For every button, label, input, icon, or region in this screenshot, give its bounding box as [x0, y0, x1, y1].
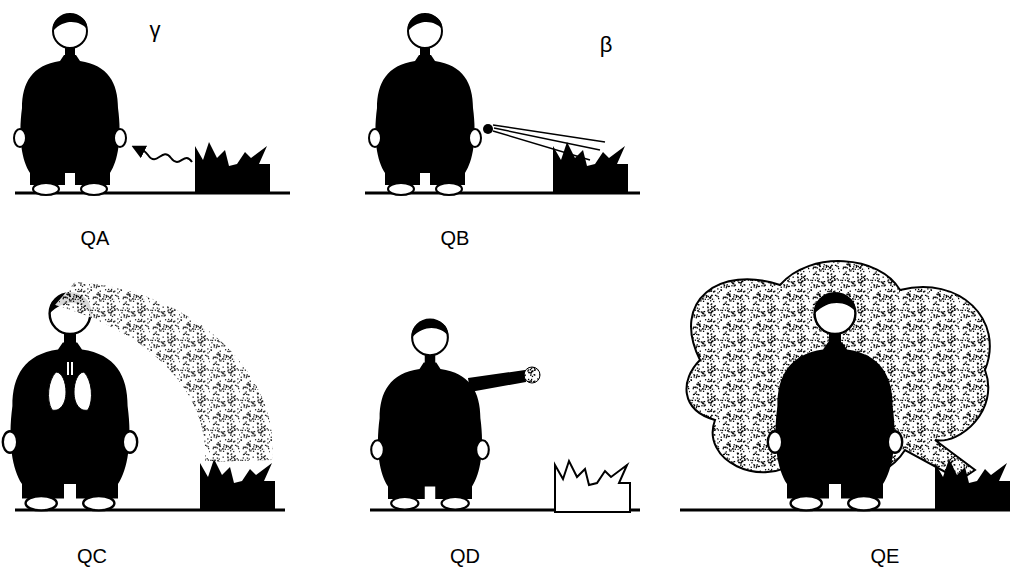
airway: [68, 362, 72, 375]
person-figure: [768, 293, 902, 510]
person-figure: [369, 14, 481, 195]
beta-particle: [483, 124, 493, 134]
inhaled-cloud: [55, 282, 273, 462]
source-container: [935, 459, 1010, 510]
lungs: [49, 372, 92, 410]
radiation-symbol: γ: [150, 19, 161, 41]
person-arm: [468, 370, 526, 392]
person-figure: [14, 14, 126, 195]
source-container: [555, 461, 630, 512]
panel-label: QE: [871, 546, 900, 566]
panel-label: QD: [450, 546, 480, 566]
panel-label: QC: [77, 546, 107, 566]
source-container: [553, 142, 628, 193]
gamma-ray: [134, 147, 192, 162]
source-container: [200, 459, 275, 510]
radiation-symbol: β: [600, 34, 613, 56]
beta-track: [493, 125, 605, 142]
person-figure: [371, 320, 489, 510]
contamination-speck: [524, 367, 540, 383]
source-container: [195, 142, 270, 193]
panel-label: QA: [81, 228, 110, 248]
panel-label: QB: [441, 228, 470, 248]
